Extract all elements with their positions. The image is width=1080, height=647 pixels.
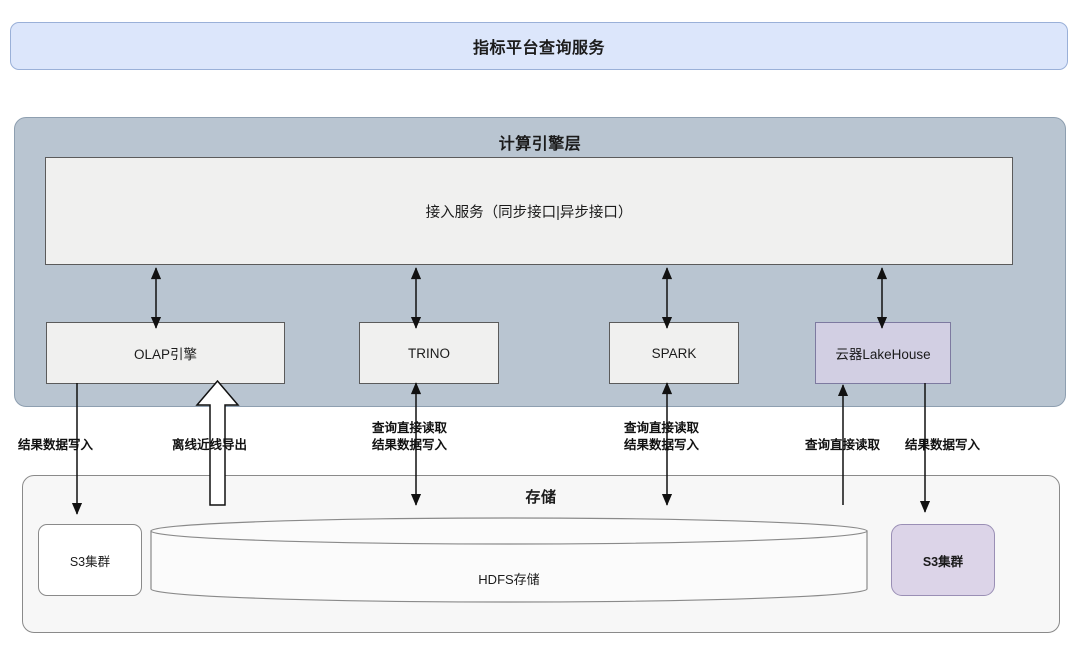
engine-box-olap[interactable]: OLAP引擎	[46, 322, 285, 384]
edge-label-trino-hdfs: 查询直接读取 结果数据写入	[372, 420, 447, 454]
engine-box-lakehouse[interactable]: 云器LakeHouse	[815, 322, 951, 384]
compute-engine-layer: 计算引擎层 接入服务（同步接口|异步接口） OLAP引擎 TRINO SPARK…	[14, 117, 1066, 407]
edge-label-offline-export: 离线近线导出	[172, 438, 248, 452]
banner-title: 指标平台查询服务	[472, 40, 605, 57]
engine-box-trino[interactable]: TRINO	[359, 322, 499, 384]
cylinder-shape	[150, 517, 868, 603]
engine-box-spark[interactable]: SPARK	[609, 322, 739, 384]
edge-label-spark-line1: 查询直接读取	[624, 421, 700, 435]
engine-label-olap: OLAP引擎	[133, 347, 198, 362]
edge-label-lakehouse-write: 结果数据写入	[905, 438, 981, 452]
engine-label-lakehouse: 云器LakeHouse	[835, 347, 931, 362]
engine-label-spark: SPARK	[651, 345, 697, 361]
edge-label-trino-line2: 结果数据写入	[372, 438, 448, 452]
engine-label-trino: TRINO	[408, 345, 450, 361]
compute-layer-title: 计算引擎层	[498, 136, 582, 153]
s3-cluster-left[interactable]: S3集群	[38, 524, 142, 596]
access-service-box: 接入服务（同步接口|异步接口）	[45, 157, 1013, 265]
query-service-banner: 指标平台查询服务	[10, 22, 1068, 70]
edge-label-spark-hdfs: 查询直接读取 结果数据写入	[624, 420, 699, 454]
storage-layer: 存储 S3集群 HDFS存储 S3集群	[22, 475, 1060, 633]
s3-cluster-right-label: S3集群	[922, 554, 964, 569]
edge-label-lakehouse-read: 查询直接读取	[805, 438, 881, 452]
storage-layer-title: 存储	[525, 489, 557, 506]
s3-cluster-right[interactable]: S3集群	[891, 524, 995, 596]
hdfs-storage-label: HDFS存储	[478, 572, 540, 587]
edge-label-trino-line1: 查询直接读取	[372, 421, 448, 435]
access-service-label: 接入服务（同步接口|异步接口）	[425, 204, 633, 221]
hdfs-storage-cylinder[interactable]: HDFS存储	[149, 517, 869, 603]
edge-label-olap-to-s3: 结果数据写入	[18, 438, 94, 452]
s3-cluster-left-label: S3集群	[69, 554, 111, 569]
edge-label-spark-line2: 结果数据写入	[624, 438, 700, 452]
